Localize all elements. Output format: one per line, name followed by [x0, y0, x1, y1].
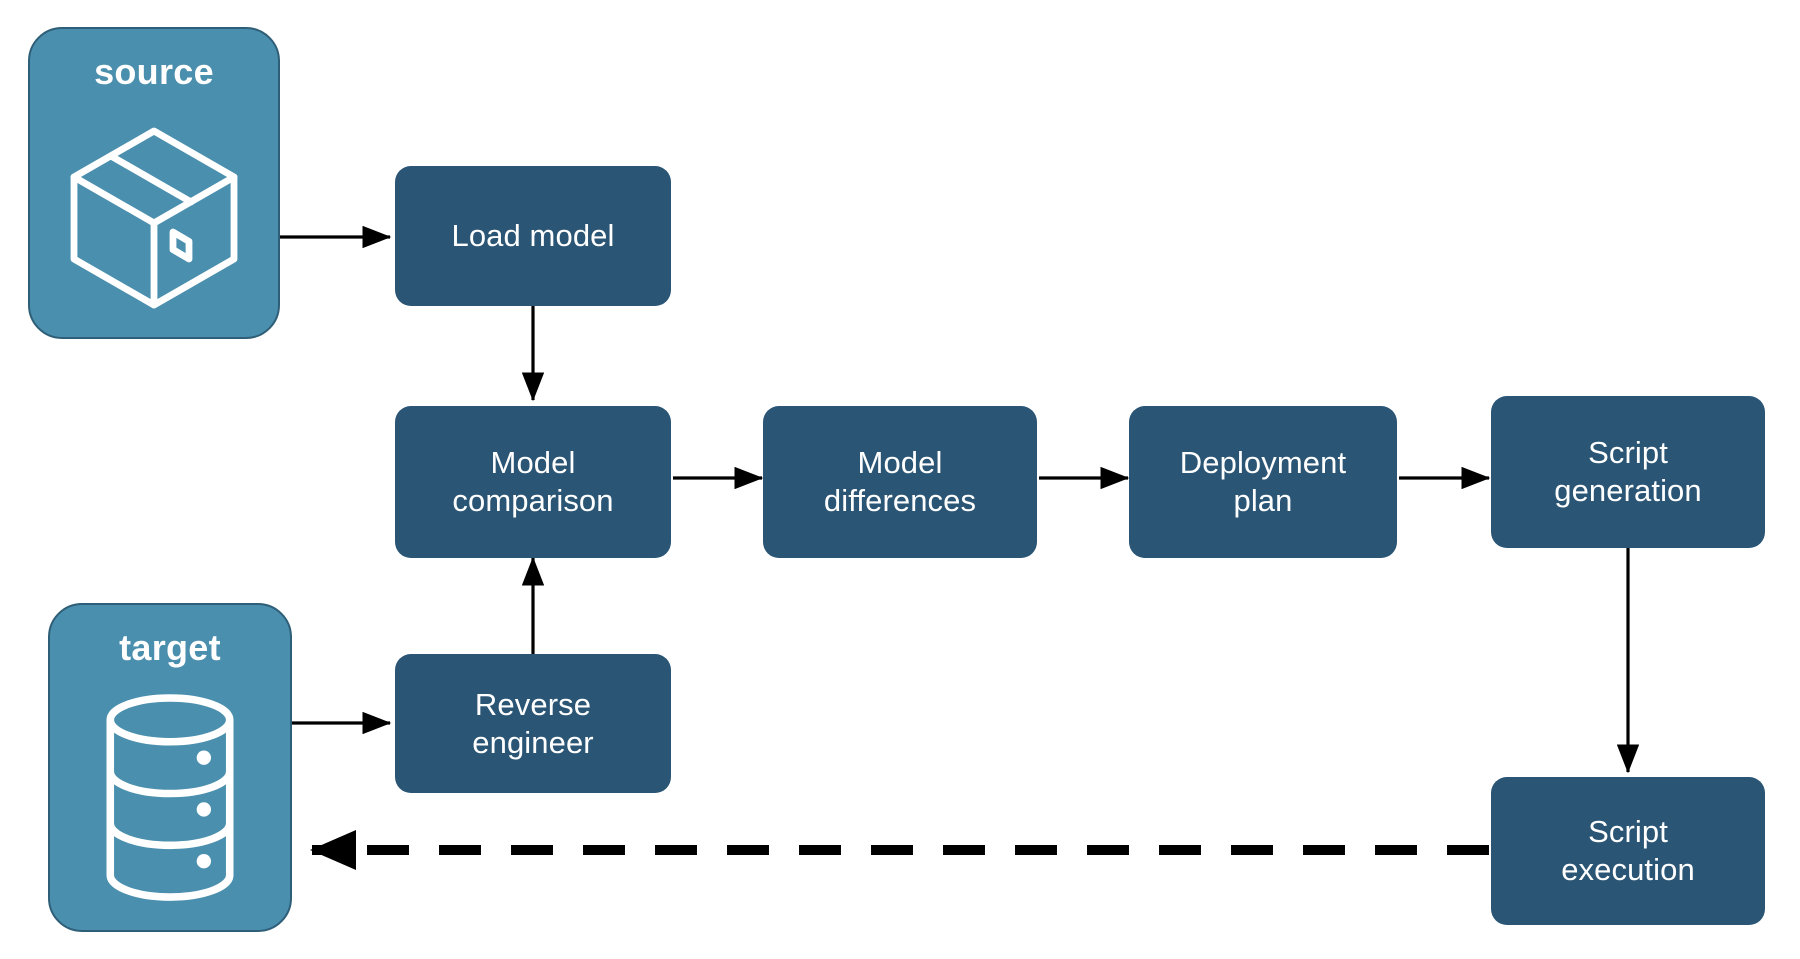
process-node-model-differences-label: Model differences [823, 445, 977, 518]
process-node-model-differences[interactable]: Model differences [763, 406, 1037, 558]
process-node-script-execution[interactable]: Script execution [1491, 777, 1765, 925]
endpoint-target[interactable]: target [48, 603, 292, 932]
database-cylinder-icon [50, 669, 290, 930]
endpoint-target-label: target [119, 627, 221, 668]
process-node-model-comparison-label: Model comparison [452, 445, 614, 518]
process-node-model-comparison[interactable]: Model comparison [395, 406, 671, 558]
process-node-reverse-engineer[interactable]: Reverse engineer [395, 654, 671, 793]
package-box-icon [30, 93, 278, 337]
process-node-deployment-plan[interactable]: Deployment plan [1129, 406, 1397, 558]
process-node-script-generation-label: Script generation [1554, 435, 1702, 508]
endpoint-source[interactable]: source [28, 27, 280, 339]
process-node-load-model-label: Load model [451, 218, 615, 254]
process-node-script-execution-label: Script execution [1561, 814, 1695, 887]
process-node-load-model[interactable]: Load model [395, 166, 671, 306]
process-node-reverse-engineer-label: Reverse engineer [472, 686, 594, 760]
process-node-deployment-plan-label: Deployment plan [1179, 445, 1347, 518]
endpoint-source-label: source [94, 51, 214, 92]
process-node-script-generation[interactable]: Script generation [1491, 396, 1765, 548]
